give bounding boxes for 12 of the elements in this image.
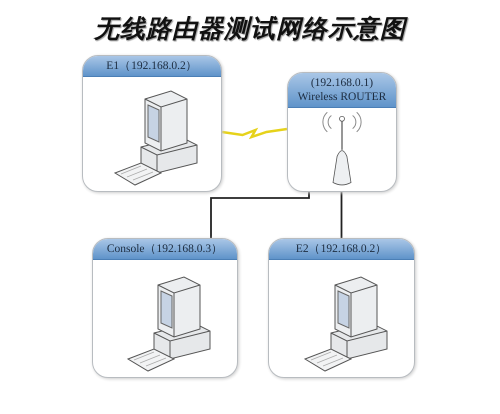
computer-panel [92,238,238,378]
diagram-title: 无线路由器测试网络示意图 [92,13,409,45]
panel-header: (192.168.0.1) Wireless ROUTER [288,73,396,108]
computer-panel [82,55,222,192]
wireless-link [222,128,288,140]
panel-header: Console（192.168.0.3） [93,239,237,260]
panel-header: E1（192.168.0.2） [83,56,221,77]
cable-line [210,192,310,238]
router-panel [287,72,397,192]
cable-line [340,192,342,238]
panel-header: E2（192.168.0.2） [269,239,414,260]
computer-panel [268,238,415,378]
